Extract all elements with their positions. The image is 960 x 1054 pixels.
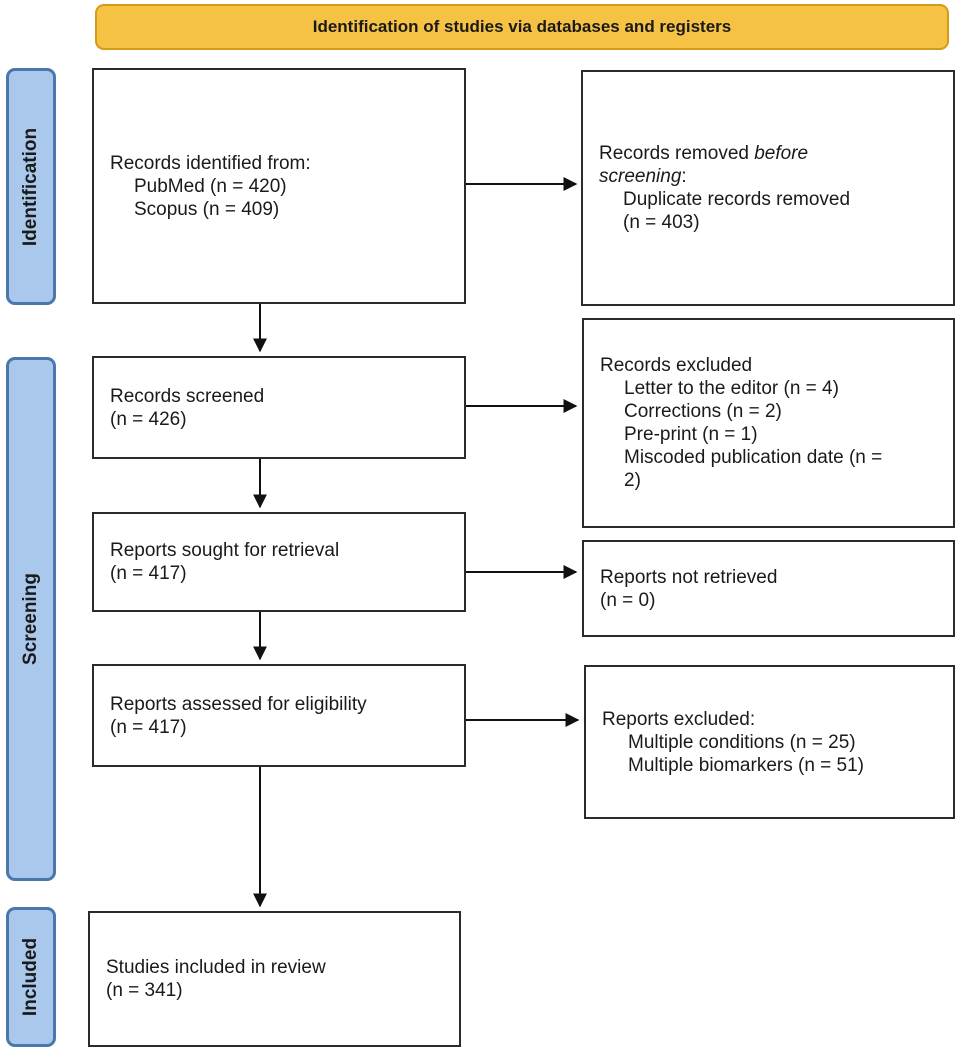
records-screened-count: (n = 426)	[110, 408, 187, 430]
stage-identification: Identification	[6, 68, 56, 305]
records-removed-heading-line1: Records removed before	[599, 143, 809, 164]
scopus-count: Scopus (n = 409)	[134, 198, 280, 220]
multiple-conditions-count: Multiple conditions (n = 25)	[628, 731, 856, 753]
reports-excluded-box: Reports excluded: Multiple conditions (n…	[584, 665, 955, 819]
records-identified-heading: Records identified from:	[110, 152, 311, 174]
reports-assessed-count: (n = 417)	[110, 716, 187, 738]
records-screened-label: Records screened	[110, 385, 265, 407]
records-removed-box: Records removed before screening: Duplic…	[581, 70, 955, 306]
reports-not-retrieved-box: Reports not retrieved (n = 0)	[582, 540, 955, 637]
reports-not-retrieved-label: Reports not retrieved	[600, 566, 778, 588]
records-excluded-box: Records excluded Letter to the editor (n…	[582, 318, 955, 528]
reports-assessed-label: Reports assessed for eligibility	[110, 693, 367, 715]
duplicate-records-count: (n = 403)	[623, 212, 700, 233]
records-removed-heading-line2: screening:	[599, 166, 687, 187]
reports-assessed-box: Reports assessed for eligibility (n = 41…	[92, 664, 466, 767]
pubmed-count: PubMed (n = 420)	[134, 175, 287, 197]
miscoded-date-count-cont: 2)	[624, 470, 641, 491]
diagram-header: Identification of studies via databases …	[95, 4, 949, 50]
stage-included: Included	[6, 907, 56, 1047]
pre-print-count: Pre-print (n = 1)	[624, 424, 758, 445]
header-title: Identification of studies via databases …	[312, 17, 732, 36]
reports-sought-box: Reports sought for retrieval (n = 417)	[92, 512, 466, 612]
reports-excluded-heading: Reports excluded:	[602, 708, 756, 730]
records-identified-box: Records identified from: PubMed (n = 420…	[92, 68, 466, 304]
miscoded-date-count: Miscoded publication date (n =	[624, 447, 883, 468]
reports-sought-count: (n = 417)	[110, 563, 187, 584]
reports-sought-label: Reports sought for retrieval	[110, 540, 340, 561]
reports-not-retrieved-count: (n = 0)	[600, 589, 656, 611]
letter-to-editor-count: Letter to the editor (n = 4)	[624, 378, 839, 399]
corrections-count: Corrections (n = 2)	[624, 401, 782, 422]
records-excluded-heading: Records excluded	[600, 355, 753, 376]
stage-screening: Screening	[6, 357, 56, 881]
duplicate-records-label: Duplicate records removed	[623, 189, 851, 210]
studies-included-label: Studies included in review	[106, 957, 326, 978]
studies-included-count: (n = 341)	[106, 980, 183, 1001]
records-screened-box: Records screened (n = 426)	[92, 356, 466, 459]
multiple-biomarkers-count: Multiple biomarkers (n = 51)	[628, 754, 865, 776]
studies-included-box: Studies included in review (n = 341)	[88, 911, 461, 1047]
